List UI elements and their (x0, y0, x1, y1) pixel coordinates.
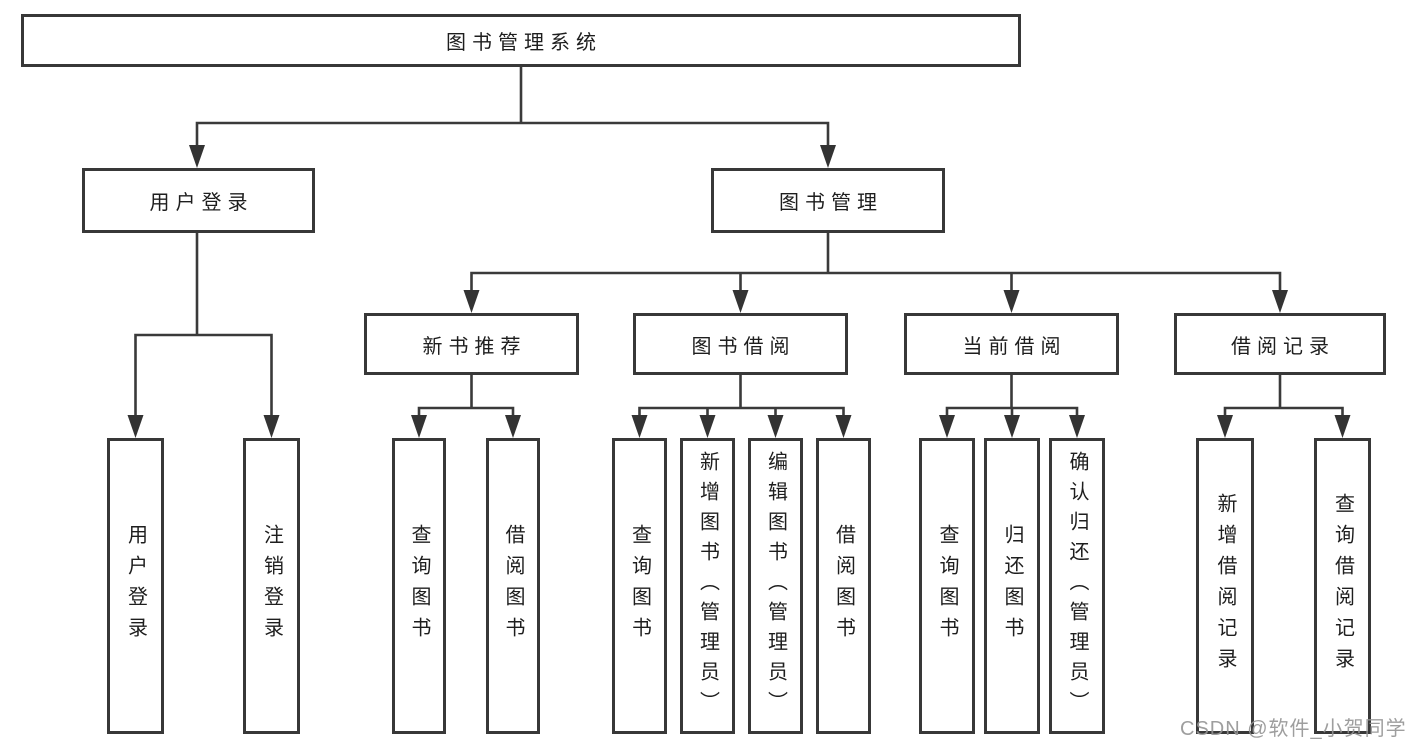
leaf-label: 归还图书 (1001, 524, 1023, 648)
node-label: 用户登录 (149, 192, 254, 214)
leaf-label: 查询图书 (936, 524, 958, 648)
node-new-book-recommend: 新书推荐 (364, 313, 579, 375)
node-label: 新书推荐 (422, 335, 527, 358)
node-user-login: 用户登录 (82, 168, 315, 233)
leaf-add-book-admin: 新增图书（管理员） (680, 438, 735, 734)
leaf-query-books-recommend: 查询图书 (392, 438, 446, 734)
connector-current-borrow-to-leaves (939, 373, 1085, 438)
leaf-query-borrow-record: 查询借阅记录 (1314, 438, 1371, 734)
node-library-management-system: 图书管理系统 (21, 14, 1021, 67)
connector-user-login-to-leaves (127, 231, 280, 438)
leaf-label: 确认归还（管理员） (1066, 451, 1088, 721)
connector-borrow-records-to-leaves (1217, 373, 1351, 438)
leaf-query-books-current: 查询图书 (919, 438, 975, 734)
leaf-add-borrow-record: 新增借阅记录 (1196, 438, 1254, 734)
node-label: 图书借阅 (691, 335, 796, 358)
leaf-label: 新增借阅记录 (1214, 493, 1236, 679)
leaf-borrow-books-recommend: 借阅图书 (486, 438, 540, 734)
leaf-query-books-borrow: 查询图书 (612, 438, 667, 734)
connector-book-borrow-to-leaves (631, 373, 852, 438)
leaf-label: 借阅图书 (502, 524, 524, 648)
connector-root-to-level2 (189, 65, 836, 168)
node-book-borrow: 图书借阅 (633, 313, 848, 375)
leaf-logout: 注销登录 (243, 438, 300, 734)
leaf-label: 用户登录 (124, 524, 147, 648)
node-borrow-records: 借阅记录 (1174, 313, 1386, 375)
leaf-return-book: 归还图书 (984, 438, 1040, 734)
leaf-borrow-books: 借阅图书 (816, 438, 871, 734)
csdn-watermark: CSDN @软件_小贺同学 (1180, 718, 1405, 740)
leaf-confirm-return-admin: 确认归还（管理员） (1049, 438, 1105, 734)
node-label: 借阅记录 (1231, 335, 1335, 358)
leaf-label: 查询图书 (628, 524, 651, 648)
leaf-label: 新增图书（管理员） (696, 451, 719, 721)
leaf-label: 编辑图书（管理员） (764, 451, 787, 721)
leaf-label: 查询图书 (408, 524, 430, 648)
leaf-label: 借阅图书 (832, 524, 855, 648)
node-label: 图书管理 (779, 192, 883, 214)
node-book-management: 图书管理 (711, 168, 945, 233)
leaf-edit-book-admin: 编辑图书（管理员） (748, 438, 803, 734)
leaf-label: 注销登录 (260, 524, 283, 648)
node-current-borrow: 当前借阅 (904, 313, 1119, 375)
leaf-user-login: 用户登录 (107, 438, 164, 734)
connector-book-management-to-level3 (463, 231, 1288, 313)
node-label: 当前借阅 (962, 335, 1067, 358)
node-label: 图书管理系统 (446, 32, 602, 54)
connector-new-book-to-leaves (411, 373, 521, 438)
leaf-label: 查询借阅记录 (1331, 493, 1354, 679)
